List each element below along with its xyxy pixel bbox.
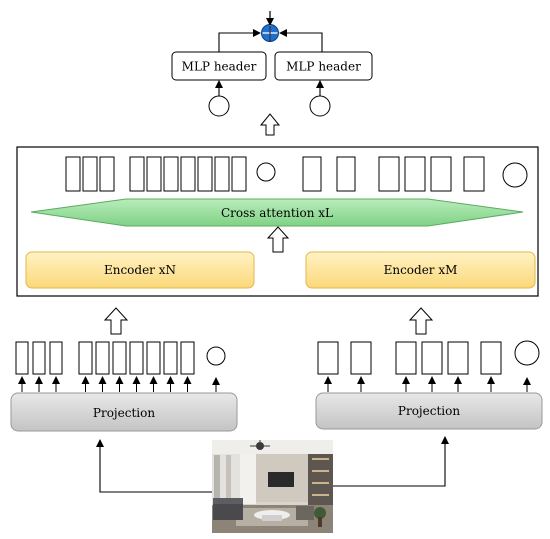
cross-attention-block: Cross attention xL [30,198,524,227]
bottom-cls-token [206,346,226,366]
bottom-token [395,341,417,375]
top-token [404,156,426,192]
bottom-token [447,341,469,375]
encoder-right: Encoder xM [305,251,536,289]
encoder-left-label: Encoder xN [104,263,176,277]
cls-token-right [309,95,331,117]
bottom-token [78,341,93,375]
hollow-arrow-encoder-left [103,307,129,335]
bottom-token [95,341,110,375]
top-cls-token [502,162,528,188]
top-token [65,156,81,192]
image-to-projection-right [333,436,449,487]
mlp-header-right: MLP header [274,51,373,81]
mlp-header-left-label: MLP header [182,60,257,74]
bottom-token [32,341,46,375]
bottom-token [421,341,443,375]
top-token [463,156,485,192]
top-cls-token [256,162,276,182]
top-token [214,156,230,192]
top-token [146,156,162,192]
cls-token-left [208,95,230,117]
top-token [163,156,179,192]
hollow-arrow-attention [266,226,290,253]
cross-attention-label: Cross attention xL [221,206,333,220]
projection-right-label: Projection [398,404,460,418]
mlp-header-right-label: MLP header [286,60,361,74]
bottom-token [129,341,144,375]
projection-left: Projection [10,392,238,432]
head-left-connector [218,29,261,52]
bottom-token [180,341,195,375]
hollow-arrow-encoder-right [408,307,434,335]
bottom-token [317,341,339,375]
top-token [378,156,400,192]
bottom-token [480,341,502,375]
head-right-connector [279,29,323,52]
bottom-token [163,341,178,375]
hollow-arrow-heads [259,113,281,136]
encoder-right-label: Encoder xM [384,263,458,277]
top-token [180,156,196,192]
top-token [336,156,356,192]
top-token [430,156,452,192]
bottom-token [350,341,372,375]
bottom-token [15,341,29,375]
image-to-projection-left [96,439,212,493]
top-token [231,156,247,192]
mlp-header-left: MLP header [171,51,267,81]
bottom-token [49,341,63,375]
top-token [82,156,98,192]
projection-left-label: Projection [93,406,155,420]
top-token [129,156,145,192]
bottom-cls-token [514,340,540,366]
top-token-row [65,156,528,192]
projection-right: Projection [315,392,543,430]
top-token [302,156,322,192]
top-token [99,156,115,192]
encoder-left: Encoder xN [25,251,255,289]
top-token [197,156,213,192]
input-room-image [212,440,333,533]
bottom-token [112,341,127,375]
bottom-token-row [15,340,540,392]
bottom-token [146,341,161,375]
